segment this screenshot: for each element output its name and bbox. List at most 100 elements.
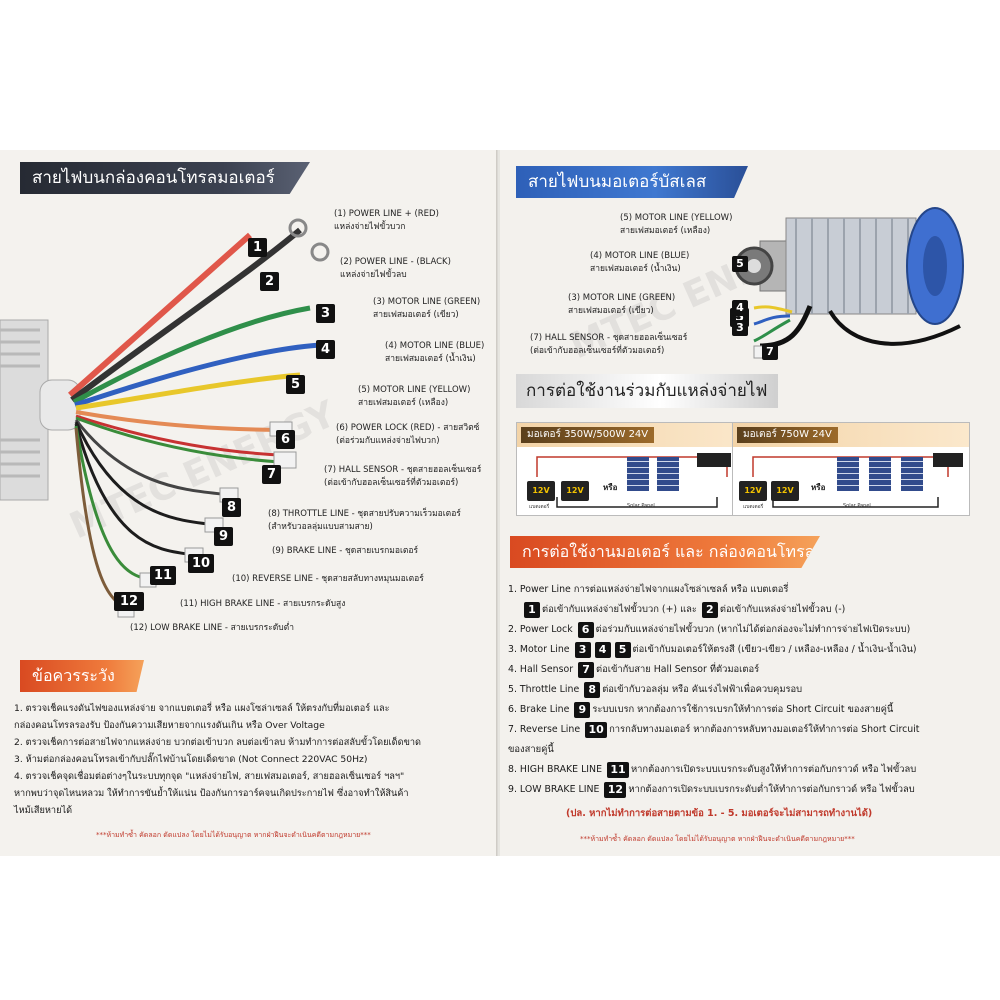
page-fold [496, 150, 502, 856]
wire-number-chip: 9 [574, 701, 591, 718]
wire-number-badge: 6 [276, 430, 295, 449]
battery-12v: 12V [561, 481, 589, 501]
wire-label: (3) MOTOR LINE (GREEN)สายเฟสมอเตอร์ (เขี… [373, 297, 481, 320]
battery-12v: 12V [771, 481, 799, 501]
wire-label: (4) MOTOR LINE (BLUE)สายเฟสมอเตอร์ (น้ำเ… [385, 341, 485, 364]
wire-number-chip: 10 [585, 721, 608, 738]
or-label: หรือ [811, 483, 826, 492]
left-page: สายไฟบนกล่องคอนโทรลมอเตอร์ MTEC ENERGY [0, 150, 496, 856]
usage-banner: การต่อใช้งานมอเตอร์ และ กล่องคอนโทรล [510, 536, 820, 568]
system-350w-diagram: มอเตอร์ 350W/500W 24V 12V 12V หรือ แบตเต… [516, 422, 754, 516]
solar-panel [901, 457, 923, 491]
wire-label: (12) LOW BRAKE LINE - สายเบรกระดับต่ำ [130, 623, 294, 633]
wire-number-badge: 8 [222, 498, 241, 517]
system-750w-title: มอเตอร์ 750W 24V [737, 427, 838, 443]
battery-12v: 12V [739, 481, 767, 501]
charge-controller [697, 453, 731, 467]
wire-label: (5) MOTOR LINE (YELLOW)สายเฟสมอเตอร์ (เห… [358, 385, 471, 408]
wire-number-chip: 3 [574, 641, 591, 658]
solar-panel [837, 457, 859, 491]
controller-wires-banner: สายไฟบนกล่องคอนโทรลมอเตอร์ [20, 162, 310, 194]
wire-number-badge: 4 [316, 340, 335, 359]
usage-item: 1. Power Line การต่อแหล่งจ่ายไฟจากแผงโซล… [508, 584, 789, 595]
controller-wires-title: สายไฟบนกล่องคอนโทรลมอเตอร์ [32, 168, 275, 188]
system-350w-title: มอเตอร์ 350W/500W 24V [521, 427, 655, 443]
wire-label: (9) BRAKE LINE - ชุดสายเบรกมอเตอร์ [272, 546, 419, 556]
power-source-banner: การต่อใช้งานร่วมกับแหล่งจ่ายไฟ [516, 374, 778, 408]
motor-wire-label: (4) MOTOR LINE (BLUE)สายเฟสมอเตอร์ (น้ำเ… [590, 251, 690, 274]
motor-wire-number-badge: 3 [732, 320, 748, 336]
caution-line: ไหม้เสียหายได้ [14, 805, 73, 816]
charge-controller [933, 453, 963, 467]
wire-label: (10) REVERSE LINE - ชุดสายสลับทางหมุนมอเ… [232, 574, 424, 584]
solar-panel-caption: Solar Panel [843, 503, 871, 509]
solar-panel [627, 457, 649, 491]
caution-line: 4. ตรวจเช็คจุดเชื่อมต่อต่างๆในระบบทุกจุด… [14, 771, 405, 782]
motor-wire-number-badge: 5 [732, 256, 748, 272]
battery-caption: แบตเตอรี่ [743, 504, 764, 510]
wiring-note: (ปล. หากไม่ทำการต่อสายตามข้อ 1. - 5. มอเ… [566, 808, 873, 819]
wire-label: (7) HALL SENSOR - ชุดสายฮอลเซ็นเซอร์(ต่อ… [324, 465, 482, 488]
wire-number-chip: 7 [578, 661, 595, 678]
caution-line: 2. ตรวจเช็คการต่อสายไฟจากแหล่งจ่าย บวกต่… [14, 737, 422, 748]
wire-number-badge: 12 [114, 592, 144, 611]
wire-number-badge: 3 [316, 304, 335, 323]
caution-line: 3. ห้ามต่อกล่องคอนโทรลเข้ากับปลั๊กไฟบ้าน… [14, 754, 368, 765]
caution-line: 1. ตรวจเช็คแรงดันไฟของแหล่งจ่าย จากแบตเต… [14, 703, 390, 714]
solar-panel [869, 457, 891, 491]
battery-12v: 12V [527, 481, 555, 501]
solar-panel [657, 457, 679, 491]
wire-label: (6) POWER LOCK (RED) - สายสวิตซ์(ต่อร่วม… [336, 423, 480, 446]
wire-number-badge: 2 [260, 272, 279, 291]
battery-caption: แบตเตอรี่ [529, 504, 550, 510]
caution-line: หากพบว่าจุดไหนหลวม ให้ทำการขันย้ำให้แน่น… [14, 788, 409, 799]
usage-title: การต่อใช้งานมอเตอร์ และ กล่องคอนโทรล [522, 542, 815, 561]
power-source-title: การต่อใช้งานร่วมกับแหล่งจ่ายไฟ [526, 381, 768, 401]
wire-number-chip: 8 [584, 681, 601, 698]
solar-panel-caption: Solar Panel [627, 503, 655, 509]
caution-line: กล่องคอนโทรลรองรับ ป้องกันความเสียหายจาก… [14, 720, 325, 731]
motor-wires-banner: สายไฟบนมอเตอร์บัสเลส [516, 166, 748, 198]
wire-number-badge: 1 [248, 238, 267, 257]
wire-number-chip: 11 [606, 761, 629, 778]
motor-wire-number-badge: 7 [762, 344, 778, 360]
system-750w-diagram: มอเตอร์ 750W 24V 12V 12V หรือ แบตเตอรี่ … [732, 422, 970, 516]
wire-number-chip: 12 [604, 781, 627, 798]
caution-list: 1. ตรวจเช็คแรงดันไฟของแหล่งจ่าย จากแบตเต… [14, 700, 421, 819]
or-label: หรือ [603, 483, 618, 492]
copyright-notice: ***ห้ามทำซ้ำ คัดลอก ดัดแปลง โดยไม่ได้รับ… [96, 831, 371, 839]
motor-wires-title: สายไฟบนมอเตอร์บัสเลส [528, 172, 707, 192]
copyright-notice: ***ห้ามทำซ้ำ คัดลอก ดัดแปลง โดยไม่ได้รับ… [580, 835, 855, 843]
wire-number-chip: 5 [614, 641, 631, 658]
wire-number-badge: 9 [214, 527, 233, 546]
usage-list: 1. Power Line การต่อแหล่งจ่ายไฟจากแผงโซล… [508, 580, 998, 800]
wire-number-chip: 4 [594, 641, 611, 658]
motor-wire-label: (3) MOTOR LINE (GREEN)สายเฟสมอเตอร์ (เขี… [568, 293, 676, 316]
controller-wiring-illustration [0, 218, 330, 618]
wire-number-badge: 11 [150, 566, 176, 585]
wire-number-chip: 6 [577, 621, 594, 638]
wire-number-badge: 10 [188, 554, 214, 573]
wire-number-badge: 5 [286, 375, 305, 394]
motor-wire-label: (7) HALL SENSOR - ชุดสายฮอลเซ็นเซอร์(ต่อ… [530, 333, 688, 356]
motor-wire-number-badge: 4 [732, 300, 748, 316]
caution-title: ข้อควรระวัง [32, 666, 115, 685]
wire-label: (11) HIGH BRAKE LINE - สายเบรกระดับสูง [180, 599, 346, 609]
wire-label: (2) POWER LINE - (BLACK)แหล่งจ่ายไฟขั้วล… [340, 257, 451, 280]
wire-number-badge: 7 [262, 465, 281, 484]
wire-number-chip: 1 [524, 601, 540, 618]
wire-number-chip: 2 [701, 601, 718, 618]
wire-label: (1) POWER LINE + (RED)แหล่งจ่ายไฟขั้วบวก [334, 209, 439, 232]
right-page: สายไฟบนมอเตอร์บัสเลส MTEC ENERGY 5 5 4 3… [500, 150, 1000, 856]
caution-banner: ข้อควรระวัง [20, 660, 144, 692]
wire-label: (8) THROTTLE LINE - ชุดสายปรับความเร็วมอ… [268, 509, 461, 532]
usage-item: ของสายคู่นี้ [508, 744, 554, 755]
motor-wire-label: (5) MOTOR LINE (YELLOW)สายเฟสมอเตอร์ (เห… [620, 213, 733, 236]
